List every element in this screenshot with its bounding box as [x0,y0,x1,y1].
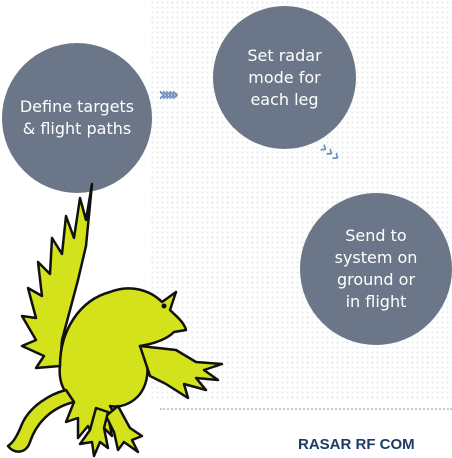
step-set-radar-mode-label: Set radar mode for each leg [247,45,322,109]
chevron-right-icon: ››››› [158,82,179,106]
step-define-targets-label: Define targets & flight paths [19,97,135,138]
chevron-down-icon: ››› [315,137,348,167]
chevron-arrow-horizontal: ››››› [158,82,179,106]
step-send-to-system-label: Send to system on ground or in flight [334,226,418,311]
griffin-logo [6,182,224,458]
dotted-divider [160,408,452,410]
footer-brand-text: RASAR RF COM [298,436,415,453]
step-define-targets: Define targets & flight paths [2,43,152,193]
step-set-radar-mode: Set radar mode for each leg [213,6,356,149]
step-send-to-system: Send to system on ground or in flight [300,193,452,345]
